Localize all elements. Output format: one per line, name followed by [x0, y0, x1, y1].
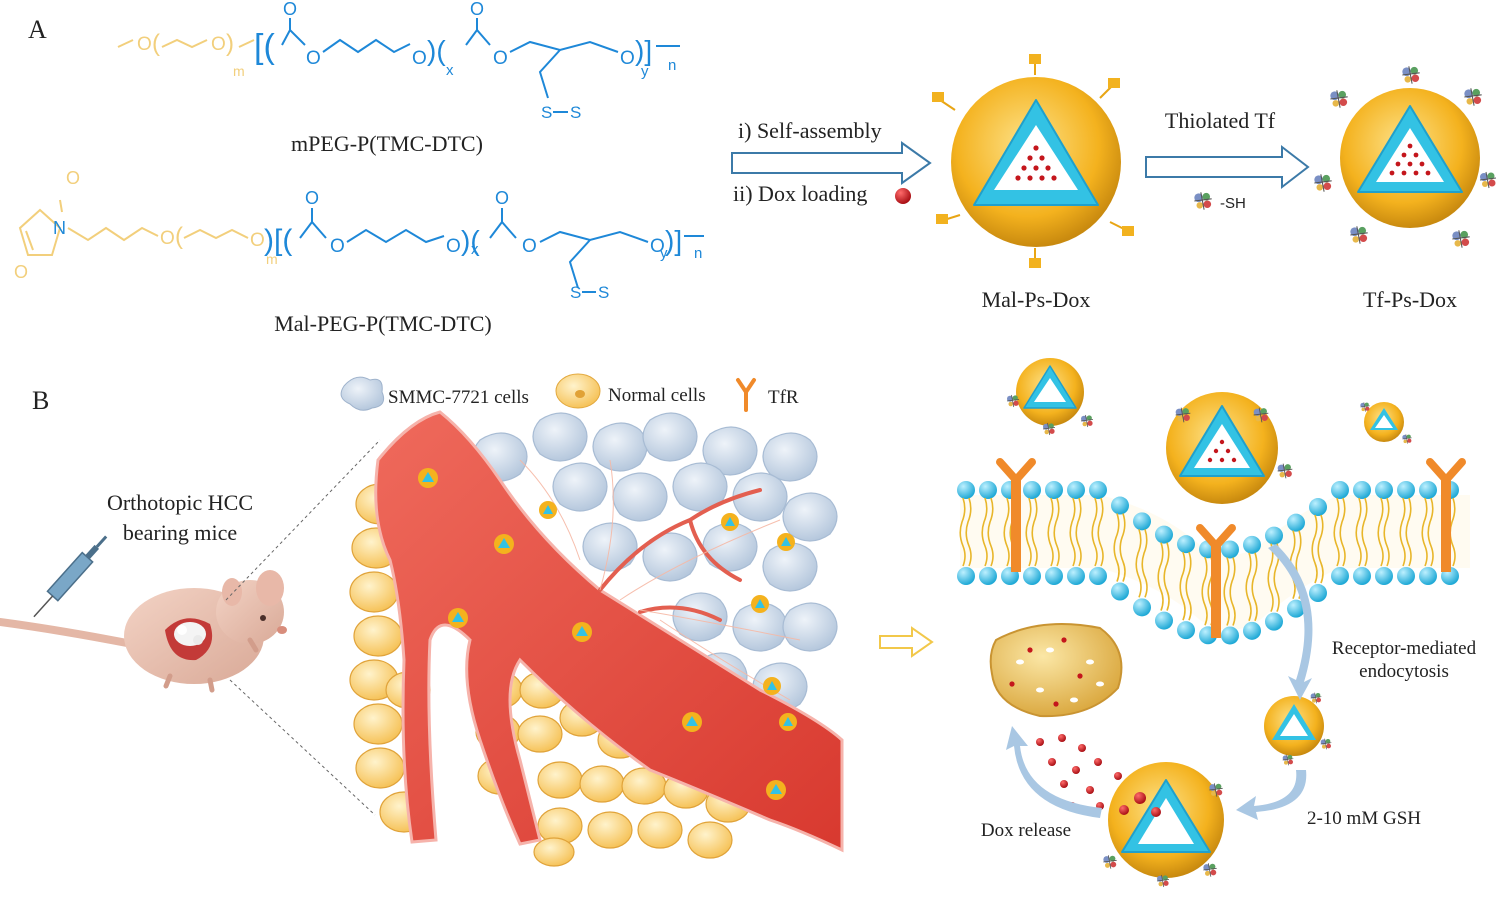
assembly-arrow-icon [731, 141, 932, 185]
zoom-line-top [225, 439, 381, 601]
cell-membrane [957, 458, 1470, 645]
mpeg-ptmc-dtc-structure: O ( O ) m [( O O O )( x O O O )] y n S S [117, 0, 680, 122]
gsh-arrow-icon [1236, 770, 1307, 820]
svg-text:(: ( [152, 30, 160, 57]
degrading-micelle [1102, 762, 1224, 888]
svg-text:O: O [250, 230, 265, 251]
syringe-icon [33, 535, 108, 618]
svg-text:m: m [266, 251, 278, 267]
svg-text:O: O [620, 48, 635, 69]
targeting-micelle-small [1360, 402, 1412, 444]
svg-text:O: O [160, 228, 175, 249]
svg-text:S: S [570, 283, 581, 302]
svg-text:n: n [694, 245, 702, 262]
svg-text:O: O [137, 34, 152, 55]
process-arrows [1006, 544, 1313, 820]
targeting-micelle-large [1166, 392, 1293, 504]
legend-tumor-cell-icon [340, 376, 385, 411]
svg-text:N: N [53, 218, 66, 238]
legend-receptor-icon [736, 378, 756, 412]
svg-text:S: S [570, 103, 581, 122]
svg-text:O: O [283, 0, 297, 19]
mal-peg-ptmc-dtc-structure: O O N O ( O m )[( O O O )( x O O O )] y … [14, 168, 704, 302]
dox-drug-icon [895, 188, 911, 204]
tumor-tissue-illustration [349, 410, 844, 867]
mal-ps-dox-micelle [932, 54, 1134, 268]
svg-text:O: O [306, 48, 321, 69]
dox-loading-label: ii) Dox loading [733, 181, 867, 206]
endosome [989, 623, 1123, 718]
legend-tfr-label: TfR [768, 387, 799, 408]
mouse-label-line1: Orthotopic HCC [107, 490, 253, 515]
svg-text:O: O [446, 236, 461, 257]
svg-text:)(: )( [427, 35, 446, 66]
internalized-micelle [1264, 692, 1332, 766]
svg-text:y: y [641, 63, 649, 80]
svg-text:O: O [211, 34, 226, 55]
dox-release-label: Dox release [981, 820, 1071, 841]
svg-text:y: y [660, 245, 668, 262]
svg-text:O: O [493, 48, 508, 69]
svg-text:m: m [233, 63, 245, 79]
svg-text:O: O [305, 188, 319, 208]
targeting-micelle-medium [1006, 358, 1094, 436]
conjugation-arrow-icon [1145, 144, 1310, 190]
circulating-micelles [418, 468, 797, 800]
svg-text:x: x [446, 62, 454, 79]
svg-text:)]: )] [635, 35, 652, 66]
svg-text:S: S [598, 283, 609, 302]
endocytosis-label-line1: Receptor-mediated [1332, 638, 1477, 659]
panel-label-a: A [28, 15, 47, 44]
tf-ps-dox-micelle [1313, 65, 1497, 249]
svg-text:O: O [412, 48, 427, 69]
svg-text:O: O [522, 236, 537, 257]
tf-ps-dox-label: Tf-Ps-Dox [1363, 287, 1457, 312]
endocytosis-label-line2: endocytosis [1359, 661, 1449, 682]
svg-text:O: O [330, 236, 345, 257]
mal-ps-dox-label: Mal-Ps-Dox [982, 287, 1091, 312]
svg-text:O: O [66, 168, 80, 188]
svg-text:): ) [226, 30, 234, 57]
svg-text:O: O [495, 188, 509, 208]
polymer1-label: mPEG-P(TMC-DTC) [291, 131, 483, 156]
gsh-label: 2-10 mM GSH [1307, 808, 1421, 829]
svg-text:O: O [650, 236, 665, 257]
svg-text:O: O [14, 262, 28, 282]
nude-mouse-illustration [0, 570, 287, 693]
svg-text:)(: )( [461, 225, 480, 256]
svg-text:x: x [471, 241, 479, 258]
zoom-line-bottom [229, 679, 376, 816]
legend-smmc-label: SMMC-7721 cells [388, 387, 529, 408]
svg-text:[(: [( [254, 28, 275, 66]
release-arrow-icon [1006, 726, 1102, 818]
svg-text:n: n [668, 57, 676, 74]
polymer2-label: Mal-PEG-P(TMC-DTC) [274, 311, 492, 336]
zoom-arrow-icon [879, 626, 934, 658]
thiolated-tf-label: Thiolated Tf [1165, 108, 1276, 133]
legend: SMMC-7721 cells Normal cells TfR [340, 373, 799, 412]
thiol-label: -SH [1220, 195, 1246, 212]
mouse-label-line2: bearing mice [123, 520, 237, 545]
svg-text:O: O [470, 0, 484, 19]
svg-text:)[(: )[( [264, 224, 292, 257]
legend-normal-label: Normal cells [608, 385, 706, 406]
svg-text:)]: )] [665, 225, 682, 256]
panel-label-b: B [32, 386, 49, 415]
endocytosis-arrow-icon [1268, 544, 1313, 700]
self-assembly-label: i) Self-assembly [738, 118, 882, 143]
transferrin-icon [1193, 191, 1213, 211]
svg-text:(: ( [175, 223, 183, 250]
svg-text:S: S [541, 103, 552, 122]
